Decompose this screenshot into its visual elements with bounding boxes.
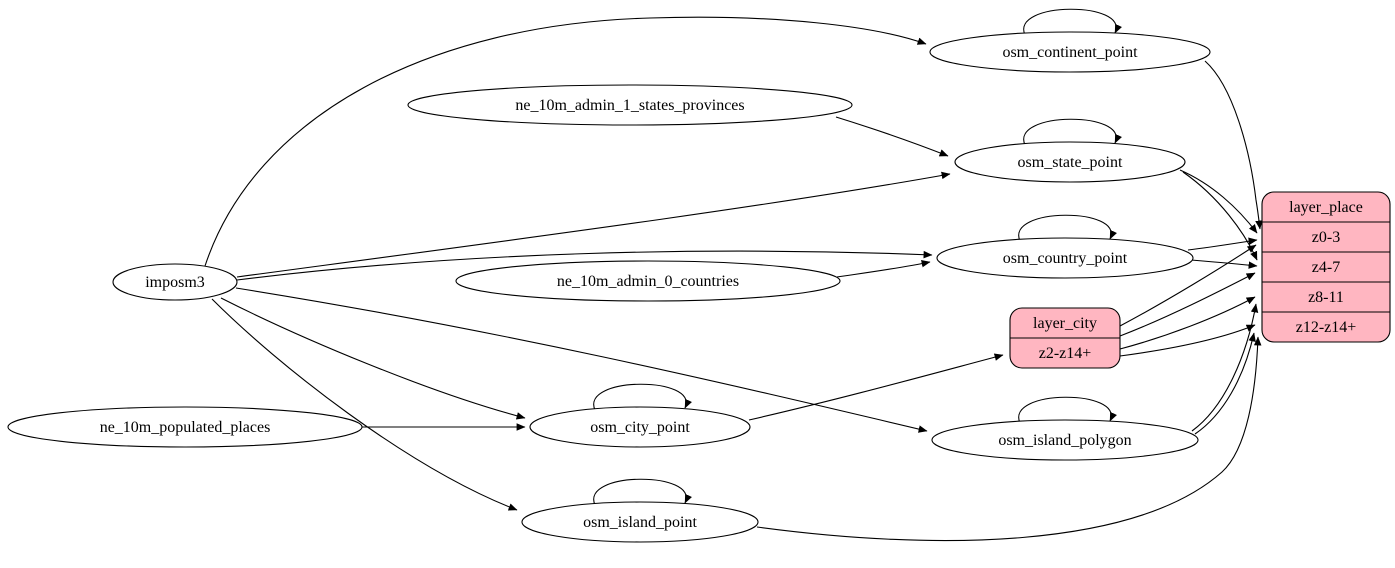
edge-imposm3-osm_state_point xyxy=(236,171,951,278)
edge-imposm3-osm_country_point xyxy=(236,250,933,281)
record-layer_place-shape xyxy=(1261,191,1391,343)
record-layer_city: layer_city z2-z14+ xyxy=(1009,307,1121,369)
record-layer_place-row-z4-7: z4-7 xyxy=(1312,259,1340,276)
record-layer_city-title: layer_city xyxy=(1033,315,1097,332)
edge-osm_state_point-layer_place-z0-3 xyxy=(1179,169,1258,234)
node-ne_10m_admin_1_states_provinces-label: ne_10m_admin_1_states_provinces xyxy=(515,97,744,114)
record-layer_place: layer_place z0-3 z4-7 z8-11 z12-z14+ xyxy=(1261,191,1391,343)
node-osm_country_point-label: osm_country_point xyxy=(1003,250,1128,267)
edge-osm_country_point-layer_place-z0-3 xyxy=(1187,237,1258,251)
edge-selfloop-osm_island_point xyxy=(593,478,692,506)
node-osm_state_point-label: osm_state_point xyxy=(1018,154,1123,171)
node-osm_city_point: osm_city_point xyxy=(529,406,751,448)
edge-imposm3-osm_island_polygon xyxy=(235,287,928,433)
node-osm_island_polygon-shape xyxy=(931,419,1199,461)
node-osm_city_point-shape xyxy=(529,406,751,448)
edge-osm_continent_point-layer_place-z0-3 xyxy=(1204,60,1263,230)
record-layer_place-row-z8-11: z8-11 xyxy=(1308,289,1344,306)
node-osm_island_point-label: osm_island_point xyxy=(583,514,697,531)
edge-osm_island_polygon-layer_place-z12-z14 xyxy=(1194,332,1256,435)
node-osm_island_polygon: osm_island_polygon xyxy=(931,419,1199,461)
edge-layer_city-layer_place-z8-11 xyxy=(1119,296,1256,350)
edge-imposm3-osm_continent_point xyxy=(204,16,927,267)
edge-osm_country_point-layer_place-z4-7 xyxy=(1190,259,1258,269)
record-layer_city-row-z2-z14: z2-z14+ xyxy=(1039,345,1092,362)
edge-selfloop-osm_continent_point xyxy=(1023,8,1122,36)
edge-selfloop-osm_state_point xyxy=(1023,118,1122,146)
edge-osm_island_polygon-layer_place-z8-11 xyxy=(1191,303,1259,432)
node-osm_island_point-shape xyxy=(521,501,759,543)
edge-layer xyxy=(204,8,1263,542)
edge-ne_10m_admin_0_countries-osm_country_point xyxy=(836,260,931,278)
edge-layer_city-layer_place-z0-3 xyxy=(1119,244,1257,327)
node-ne_10m_admin_1_states_provinces: ne_10m_admin_1_states_provinces xyxy=(407,84,853,126)
node-ne_10m_admin_0_countries-label: ne_10m_admin_0_countries xyxy=(557,273,739,290)
edge-osm_state_point-layer_place-z4-7 xyxy=(1182,171,1258,261)
node-osm_island_point: osm_island_point xyxy=(521,501,759,543)
node-imposm3-label: imposm3 xyxy=(145,274,205,291)
node-osm_continent_point-label: osm_continent_point xyxy=(1002,44,1138,61)
edge-layer_city-layer_place-z12-z14 xyxy=(1119,324,1256,357)
edge-osm_island_point-layer_place-z12-z14 xyxy=(756,336,1262,542)
edge-selfloop-osm_island_polygon xyxy=(1018,396,1117,424)
edge-layer_city-layer_place-z4-7 xyxy=(1119,272,1256,337)
record-layer_place-title: layer_place xyxy=(1289,199,1363,216)
node-osm_country_point-shape xyxy=(936,237,1194,279)
node-osm_state_point: osm_state_point xyxy=(954,141,1186,183)
node-imposm3-shape xyxy=(112,263,238,301)
node-ne_10m_admin_0_countries-shape xyxy=(455,260,841,302)
node-ne_10m_admin_0_countries: ne_10m_admin_0_countries xyxy=(455,260,841,302)
node-ne_10m_populated_places-label: ne_10m_populated_places xyxy=(100,419,271,436)
node-osm_continent_point: osm_continent_point xyxy=(929,31,1211,73)
node-imposm3: imposm3 xyxy=(112,263,238,301)
edge-imposm3-osm_island_point xyxy=(211,298,518,511)
edge-osm_city_point-layer_city xyxy=(748,353,1004,421)
edge-ne_10m_admin_1_states_provinces-osm_state_point xyxy=(835,116,949,157)
edge-imposm3-osm_city_point xyxy=(220,297,526,420)
node-ne_10m_populated_places-shape xyxy=(7,406,363,448)
record-layer_place-row-z0-3: z0-3 xyxy=(1312,229,1340,246)
node-ne_10m_admin_1_states_provinces-shape xyxy=(407,84,853,126)
record-layer_place-row-z12-z14: z12-z14+ xyxy=(1296,319,1357,336)
node-osm_continent_point-shape xyxy=(929,31,1211,73)
node-osm_city_point-label: osm_city_point xyxy=(590,419,690,436)
node-ne_10m_populated_places: ne_10m_populated_places xyxy=(7,406,363,448)
edge-selfloop-osm_city_point xyxy=(593,383,692,411)
node-osm_state_point-shape xyxy=(954,141,1186,183)
edge-selfloop-osm_country_point xyxy=(1018,214,1117,242)
node-osm_island_polygon-label: osm_island_polygon xyxy=(998,432,1131,449)
node-osm_country_point: osm_country_point xyxy=(936,237,1194,279)
